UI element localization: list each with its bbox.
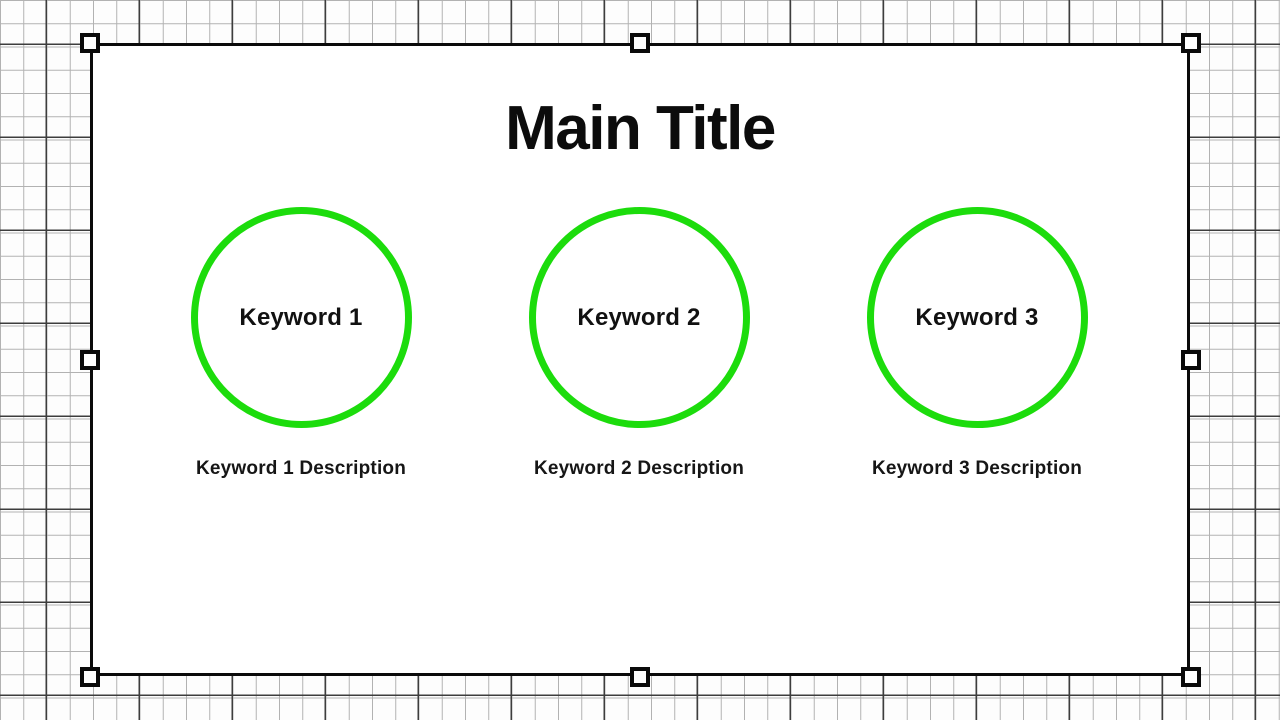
keyword-item-3[interactable]: Keyword 3 Keyword 3 Description [847, 207, 1107, 480]
selected-slide-frame[interactable]: Main Title Keyword 1 Keyword 1 Descripti… [79, 32, 1201, 687]
keyword-circle-2[interactable]: Keyword 2 [528, 207, 750, 428]
keyword-description-3[interactable]: Keyword 3 Description [871, 458, 1083, 479]
slide-title[interactable]: Main Title [505, 94, 776, 163]
keyword-description-1[interactable]: Keyword 1 Description [195, 458, 407, 479]
keyword-item-1[interactable]: Keyword 1 Keyword 1 Description [171, 207, 431, 480]
keyword-circle-1[interactable]: Keyword 1 [190, 207, 412, 428]
resize-handle-top-center[interactable] [630, 32, 650, 53]
keyword-circle-3[interactable]: Keyword 3 [866, 207, 1088, 428]
resize-handle-top-left[interactable] [79, 32, 100, 53]
resize-handle-bottom-center[interactable] [630, 666, 650, 687]
keyword-description-2[interactable]: Keyword 2 Description [533, 458, 745, 479]
resize-handle-bottom-left[interactable] [79, 666, 100, 687]
resize-handle-middle-left[interactable] [79, 349, 100, 370]
resize-handle-top-right[interactable] [1180, 32, 1201, 53]
resize-handle-bottom-right[interactable] [1180, 666, 1201, 687]
resize-handle-middle-right[interactable] [1180, 349, 1201, 370]
keyword-label-3: Keyword 3 [915, 303, 1039, 331]
keyword-label-1: Keyword 1 [239, 303, 363, 331]
keyword-label-2: Keyword 2 [577, 303, 701, 331]
keyword-item-2[interactable]: Keyword 2 Keyword 2 Description [509, 207, 769, 480]
